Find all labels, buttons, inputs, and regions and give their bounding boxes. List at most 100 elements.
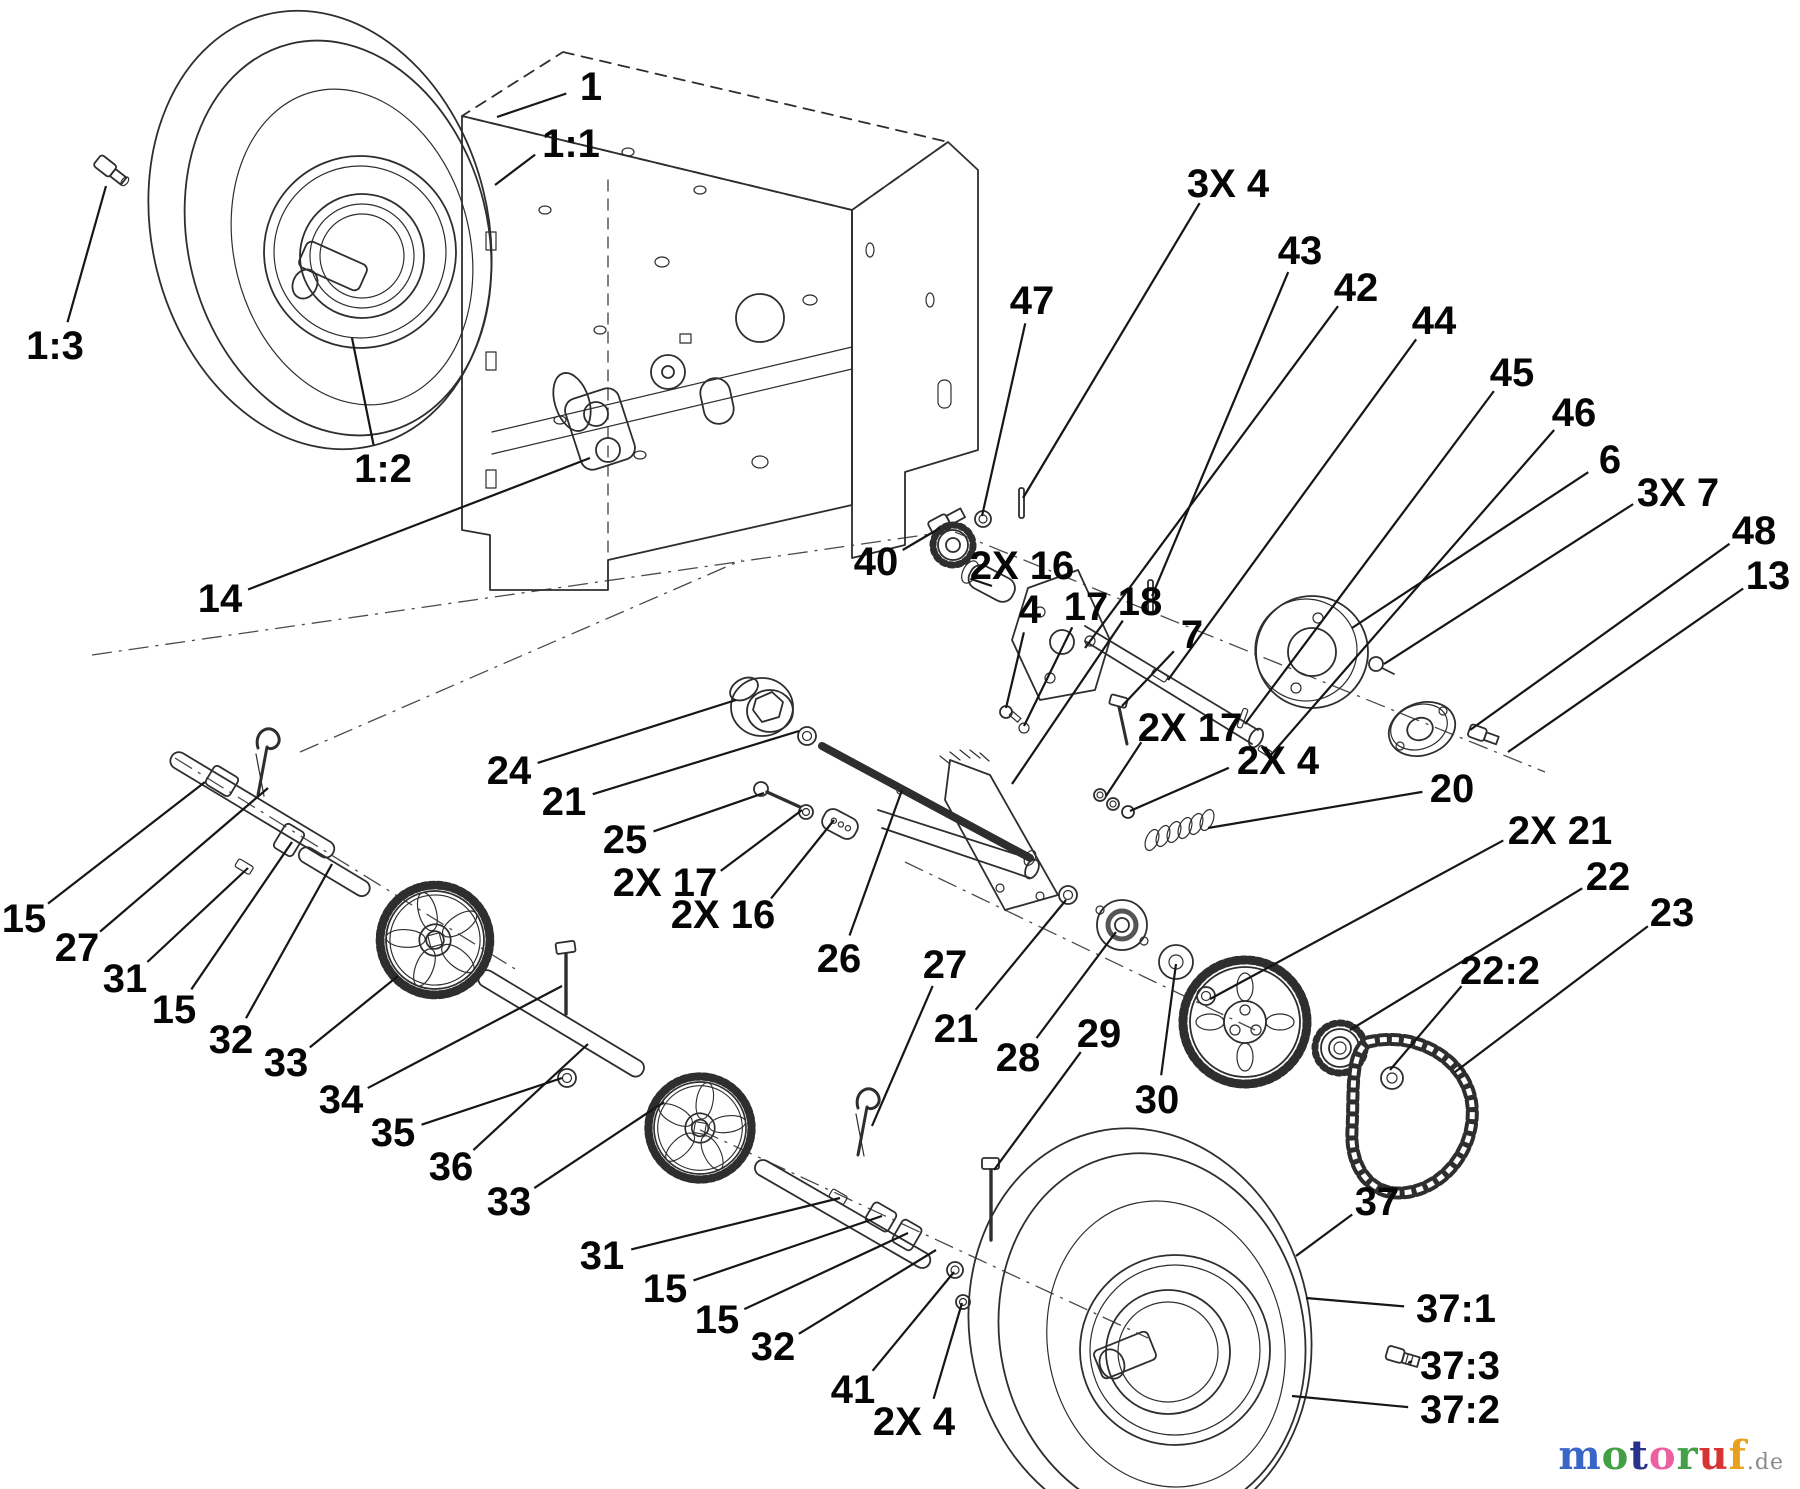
leader-line-33-45 — [309, 975, 399, 1049]
leader-line-2X-4-23 — [1129, 766, 1230, 813]
rim — [1079, 1254, 1271, 1446]
logo-letter: o — [1601, 1432, 1630, 1479]
part-label-13-15: 13 — [1746, 554, 1791, 598]
clutch-sleeve — [967, 564, 1016, 603]
drive-sprocket — [929, 521, 977, 569]
leader-line-1-0 — [496, 92, 567, 119]
leader-line-47-5 — [980, 323, 1027, 517]
motoruf-logo[interactable]: motoruf.de — [1558, 1432, 1784, 1479]
part-label-46-11: 46 — [1552, 391, 1597, 435]
logo-letter: r — [1676, 1432, 1699, 1479]
part-label-44-9: 44 — [1412, 299, 1457, 343]
logo-letter: m — [1558, 1432, 1602, 1479]
leader-line-37:1-57 — [1305, 1296, 1405, 1308]
axle-36 — [477, 969, 645, 1078]
pin-3x4 — [1018, 487, 1025, 519]
nut-2x4b — [1121, 805, 1135, 819]
part-label-45-10: 45 — [1490, 351, 1535, 395]
leader-line-22-26 — [1349, 887, 1583, 1031]
leader-line-26-34 — [848, 789, 904, 936]
part-label-1:3-2: 1:3 — [26, 324, 84, 368]
part-label-2X-21-25: 2X 21 — [1508, 809, 1613, 853]
brake-drum — [1254, 595, 1369, 709]
frame-holes — [485, 147, 952, 489]
part-label-37:3-58: 37:3 — [1420, 1344, 1500, 1388]
part-label-18-20: 18 — [1118, 580, 1163, 624]
part-label-15-43: 15 — [152, 988, 197, 1032]
leader-line-37:3-58 — [1407, 1360, 1413, 1364]
leader-line-43-7 — [1150, 271, 1290, 597]
logo-letter: u — [1698, 1432, 1729, 1479]
part-label-7-21: 7 — [1181, 613, 1203, 657]
bolt-29 — [981, 1157, 1000, 1242]
leader-line-48-14 — [1469, 542, 1731, 731]
part-label-32-53: 32 — [751, 1325, 796, 1369]
bolt-7 — [1108, 693, 1129, 746]
leader-line-2X-16-33 — [770, 819, 835, 900]
part-label-37:2-59: 37:2 — [1420, 1388, 1500, 1432]
leader-line-2X-17-22 — [1105, 741, 1143, 797]
part-label-2X-4-55: 2X 4 — [873, 1400, 956, 1444]
nut-2x4a — [955, 1294, 971, 1310]
leader-line-4-18 — [1004, 632, 1025, 709]
leader-line-25-31 — [653, 791, 765, 833]
leader-line-45-10 — [1244, 390, 1495, 725]
bearing-flange — [1387, 701, 1457, 757]
part-label-15-40: 15 — [2, 897, 47, 941]
leader-line-37:2-59 — [1291, 1394, 1409, 1409]
part-label-43-7: 43 — [1278, 229, 1323, 273]
part-label-15-52: 15 — [695, 1298, 740, 1342]
upper-axle-assembly — [929, 487, 1273, 758]
part-label-48-14: 48 — [1732, 509, 1777, 553]
leader-line-7-21 — [1121, 650, 1175, 707]
drive-chain-23 — [1345, 1032, 1479, 1200]
clutch-dog-24 — [729, 676, 794, 737]
part-label-2X-17-32: 2X 17 — [613, 861, 718, 905]
part-label-20-24: 20 — [1430, 767, 1475, 811]
leader-line-44-9 — [1167, 338, 1418, 681]
washer-17 — [1018, 722, 1030, 734]
lug-bolt-37-3 — [1384, 1345, 1421, 1368]
part-label-14-4: 14 — [198, 577, 243, 621]
part-label-33-45: 33 — [264, 1041, 309, 1085]
leader-line-27-35 — [870, 985, 934, 1127]
leader-line-41-54 — [871, 1271, 955, 1372]
part-label-2X-16-17: 2X 16 — [970, 544, 1075, 588]
leader-line-2X-21-25 — [1209, 839, 1504, 1000]
part-label-26-34: 26 — [817, 937, 862, 981]
bolt-48 — [1467, 723, 1500, 746]
part-label-24-29: 24 — [487, 749, 532, 793]
locknut-41 — [946, 1261, 964, 1279]
part-label-23-28: 23 — [1650, 891, 1695, 935]
bolt-3x7 — [1368, 656, 1395, 675]
leader-line-2X-17-32 — [720, 809, 803, 872]
right-wheel — [967, 1127, 1313, 1489]
part-label-1:1-1: 1:1 — [542, 122, 600, 166]
leader-line-1:1-1 — [494, 153, 536, 186]
screw-25 — [753, 781, 802, 809]
leader-line-3X-4-6 — [1022, 202, 1201, 499]
logo-letter: f — [1728, 1432, 1747, 1479]
frame-housing — [461, 51, 979, 591]
leader-line-14-4 — [247, 456, 591, 591]
leader-line-2X-4-55 — [932, 1302, 964, 1400]
part-label-3X-4-6: 3X 4 — [1187, 162, 1270, 206]
leader-line-37-56 — [1295, 1213, 1353, 1257]
bolt-34 — [554, 940, 577, 1016]
leader-line-1:3-2 — [66, 185, 108, 323]
part-label-33-49: 33 — [487, 1180, 532, 1224]
leader-line-15-40 — [47, 781, 206, 905]
part-label-37-56: 37 — [1355, 1180, 1400, 1224]
leader-line-46-11 — [1269, 429, 1555, 757]
key-44 — [1151, 668, 1169, 683]
leader-line-27-41 — [99, 787, 269, 933]
axle-shaft — [1084, 625, 1259, 745]
part-label-1-0: 1 — [580, 65, 602, 109]
leader-line-36-48 — [472, 1043, 589, 1151]
leader-line-1:2-3 — [350, 337, 375, 445]
leader-line-30-39 — [1160, 963, 1178, 1076]
nut-35 — [557, 1068, 577, 1088]
part-label-28-37: 28 — [996, 1036, 1041, 1080]
part-label-40-16: 40 — [854, 540, 899, 584]
